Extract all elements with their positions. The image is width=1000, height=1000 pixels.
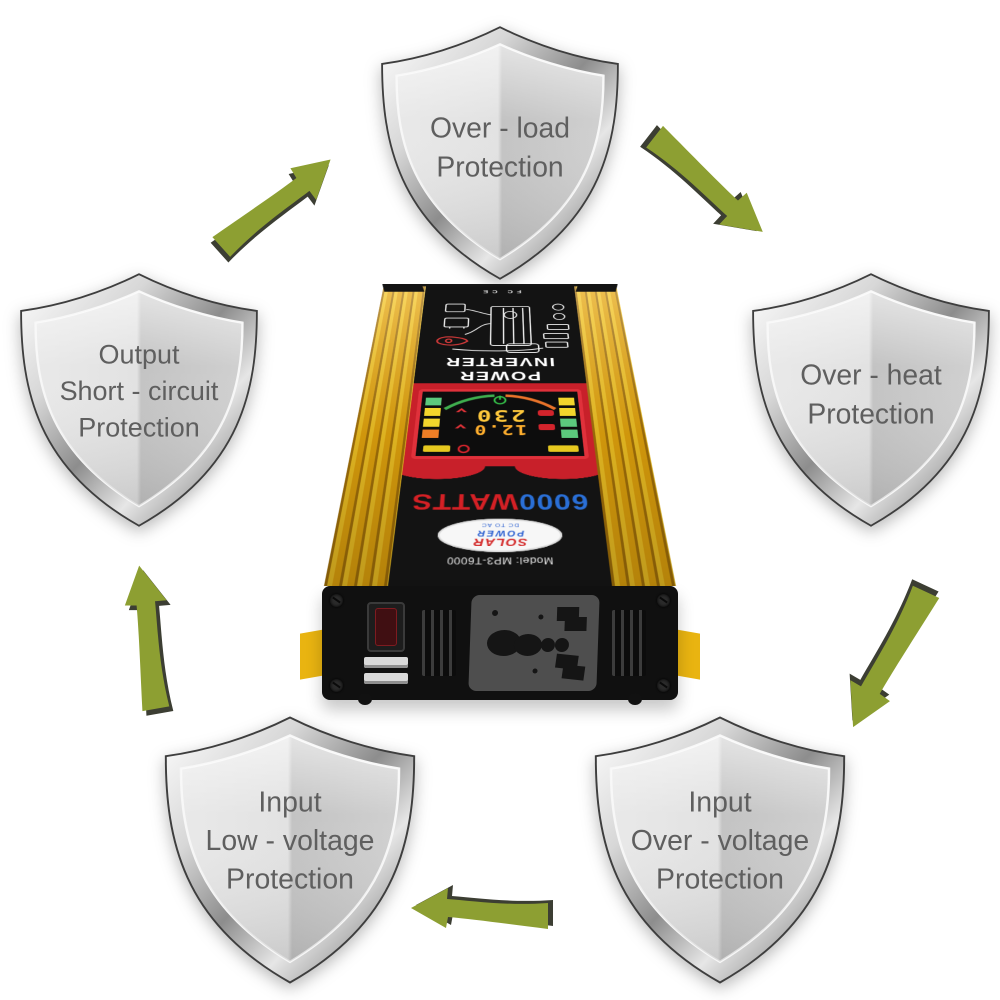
shield-input-over-voltage: Input Over - voltage Protection <box>582 712 858 988</box>
top-label-strip: FC CE <box>388 286 612 586</box>
usb-port-1 <box>364 657 408 668</box>
arrow-top-to-right <box>630 125 777 249</box>
arrow-right-to-bottom-right <box>832 572 940 738</box>
arrow-bottom-right-to-bottom-left <box>411 885 553 929</box>
inverter-top-face: FC CE <box>324 283 676 586</box>
display-bezel: 230 12.0 <box>403 383 597 467</box>
power-switch-rocker <box>375 608 397 646</box>
display-input-voltage: 12.0 <box>473 421 528 437</box>
foot-bolt-left <box>358 693 372 705</box>
power-inverter-product: FC CE <box>300 283 700 713</box>
shield-input-low-voltage: Input Low - voltage Protection <box>152 712 428 988</box>
display-output-voltage: 230 <box>474 406 526 425</box>
shield-label-line: Protection <box>226 864 354 896</box>
shield-output-short-circuit: Output Short - circuit Protection <box>8 268 270 532</box>
inverter-front-panel <box>322 586 678 705</box>
shield-label-line: Protection <box>436 151 563 183</box>
shield-label-line: Short - circuit <box>60 376 219 406</box>
usb-port-2 <box>364 673 408 684</box>
screw-top-right <box>657 594 670 607</box>
vent-right <box>612 610 646 676</box>
shield-label-line: Over - load <box>430 111 570 143</box>
foot-bolt-right <box>628 693 642 705</box>
screw-bottom-left <box>330 679 343 692</box>
shield-label-line: Over - voltage <box>631 825 809 857</box>
shield-label-line: Input <box>258 786 321 818</box>
shield-overheat: Over - heat Protection <box>740 268 1000 532</box>
shield-label-line: Protection <box>656 864 784 896</box>
screw-top-left <box>330 594 343 607</box>
vent-left <box>422 610 456 676</box>
ac-socket <box>468 595 600 691</box>
shield-label-line: Over - heat <box>800 358 942 390</box>
shield-label-line: Output <box>99 339 180 369</box>
shield-label-line: Protection <box>807 398 934 430</box>
arrow-bottom-left-to-left <box>117 561 189 716</box>
lcd-display: 230 12.0 <box>410 389 590 459</box>
arrow-left-to-top <box>210 143 345 274</box>
shield-overload: Over - load Protection <box>362 22 638 284</box>
shield-label-line: Protection <box>78 413 199 443</box>
shield-label-line: Low - voltage <box>206 825 375 857</box>
screw-bottom-right <box>657 679 670 692</box>
power-switch <box>367 602 405 652</box>
shield-label-line: Input <box>688 786 751 818</box>
